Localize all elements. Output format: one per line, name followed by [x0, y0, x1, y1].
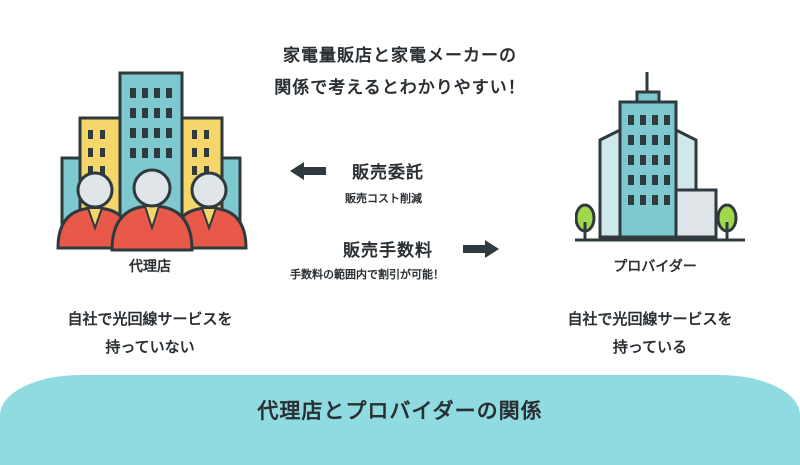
fee-label: 販売手数料 [343, 241, 433, 261]
provider-illustration [575, 72, 745, 242]
fee-flow: 販売手数料 [343, 236, 499, 261]
fee-sublabel: 手数料の範囲内で割引が可能！ [290, 268, 444, 281]
provider-desc-line-1: 自社で光回線サービスを [567, 310, 733, 328]
agency-center-windows [130, 88, 172, 158]
commission-label: 販売委託 [352, 163, 424, 183]
provider-desc-line-2: 持っている [612, 338, 688, 356]
right-arrow-icon [463, 239, 499, 258]
agency-desc-line-1: 自社で光回線サービスを [67, 310, 233, 328]
headline-line-1: 家電量販店と家電メーカーの [283, 46, 517, 66]
bottom-title: 代理店とプロバイダーの関係 [257, 399, 543, 423]
headline: 家電量販店と家電メーカーの 関係で考えるとわかりやすい！ [200, 40, 600, 104]
agency-description: 自社で光回線サービスを 持っていない [30, 305, 270, 361]
commission-sublabel: 販売コスト削減 [345, 192, 422, 205]
provider-description: 自社で光回線サービスを 持っている [530, 305, 770, 361]
provider-name: プロバイダー [613, 259, 697, 275]
left-arrow-icon [290, 161, 326, 180]
agency-name: 代理店 [129, 259, 171, 275]
provider-windows [628, 115, 670, 205]
commission-flow: 販売委託 [290, 158, 424, 183]
agency-illustration [56, 71, 248, 252]
provider-tree-left [575, 203, 596, 240]
agency-person-center [110, 168, 194, 252]
headline-line-2: 関係で考えるとわかりやすい！ [274, 78, 526, 98]
provider-tree-right [716, 203, 738, 240]
agency-desc-line-2: 持っていない [105, 338, 195, 356]
